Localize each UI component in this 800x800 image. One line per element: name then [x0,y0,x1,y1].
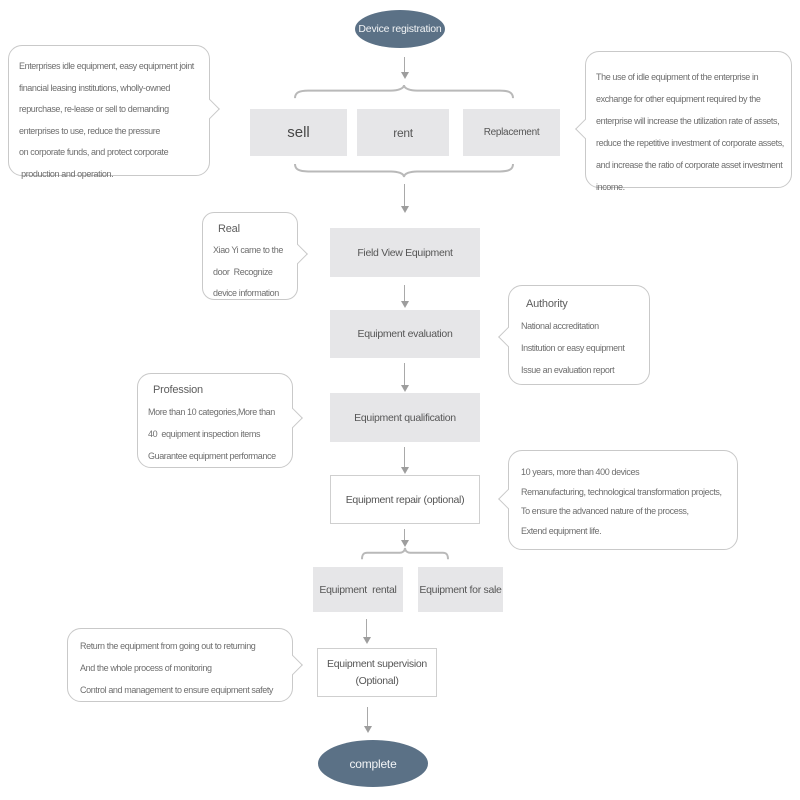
callout-repair-benefit: 10 years, more than 400 devices Remanufa… [498,450,738,550]
callout-line: To ensure the advanced nature of the pro… [521,506,689,516]
outcome-box-sale: Equipment for sale [418,567,503,612]
overbrace-options [295,84,513,99]
option-rent-label: rent [393,125,413,140]
callout-real: Real Xiao Yi came to the door Recognize … [202,212,308,300]
step-box-repair: Equipment repair (optional) [330,475,480,524]
callout-line: income. [596,182,625,192]
callout-authority: Authority National accreditation Institu… [498,285,650,385]
callout-line: device information [213,288,279,298]
underbrace-options [295,163,513,178]
callout-line: 40 equipment inspection items [148,429,261,439]
callout-line: Xiao Yi came to the [213,245,283,255]
callout-line: Extend equipment life. [521,525,602,536]
callout-line: and increase the ratio of corporate asse… [596,160,783,170]
option-sell-label: sell [287,124,310,141]
callout-pointer-right-icon [200,99,220,119]
end-node-label: complete [349,756,397,771]
callout-line: National accreditation [521,321,599,331]
callout-line: enterprise will increase the utilization… [596,116,780,126]
callout-line: on corporate funds, and protect corporat… [19,147,169,157]
outcome-label: Equipment rental [319,583,397,596]
callout-line: Guarantee equipment performance [148,451,276,461]
option-box-sell: sell [250,109,347,156]
flow-arrow [400,363,409,392]
callout-title: Authority [526,298,568,310]
option-replacement-label: Replacement [483,127,540,138]
step-label: Equipment evaluation [357,328,453,340]
callout-pointer-left-icon [575,119,595,139]
callout-line: financial leasing institutions, wholly-o… [19,82,170,93]
end-node: complete [318,740,428,787]
overbrace-outcomes [362,547,448,560]
callout-line: And the whole process of monitoring [80,663,212,673]
callout-line: Remanufacturing, technological transform… [521,486,722,497]
step-box-evaluation: Equipment evaluation [330,310,480,358]
callout-pointer-right-icon [288,244,308,264]
flow-arrow [363,707,372,733]
flow-arrow [400,529,409,547]
step-box-qualification: Equipment qualification [330,393,480,442]
flow-arrow [400,285,409,308]
callout-line: reduce the repetitive investment of corp… [596,138,784,148]
callout-line: Issue an evaluation report [521,365,615,375]
callout-idle-equipment: Enterprises idle equipment, easy equipme… [8,45,220,179]
callout-line: door Recognize [213,266,273,277]
option-box-replacement: Replacement [463,109,560,156]
step-box-supervision: Equipment supervision (Optional) [317,648,437,697]
callout-line: More than 10 categories,More than [148,407,275,417]
callout-line: 10 years, more than 400 devices [521,467,640,477]
flow-arrow [362,619,371,644]
flow-arrow [400,57,409,79]
step-box-field-view: Field View Equipment [330,228,480,277]
callout-pointer-left-icon [498,327,518,347]
callout-line: production and operation. [19,168,114,179]
callout-line: Institution or easy equipment [521,343,625,353]
flow-arrow [400,184,409,213]
option-box-rent: rent [357,109,449,156]
callout-line: repurchase, re-lease or sell to demandin… [19,104,169,114]
callout-title: Real [218,223,240,235]
callout-replacement-benefit: The use of idle equipment of the enterpr… [575,51,792,192]
callout-line: The use of idle equipment of the enterpr… [596,72,759,82]
outcome-box-rental: Equipment rental [313,567,403,612]
callout-supervision: Return the equipment from going out to r… [67,628,303,702]
callout-line: exchange for other equipment required by… [596,94,761,104]
callout-line: Return the equipment from going out to r… [80,641,256,651]
start-node-label: Device registration [358,23,442,35]
callout-title: Profession [153,384,203,396]
callout-pointer-left-icon [498,489,518,509]
callout-profession: Profession More than 10 categories,More … [137,373,303,468]
step-label: Equipment repair (optional) [345,493,465,506]
callout-line: Control and management to ensure equipme… [80,685,274,695]
callout-line: Enterprises idle equipment, easy equipme… [19,61,194,71]
outcome-label: Equipment for sale [419,583,502,596]
supervision-label-line2: (Optional) [355,674,399,687]
step-label: Field View Equipment [357,246,453,259]
start-node: Device registration [355,10,445,48]
flow-arrow [400,447,409,474]
supervision-label-line1: Equipment supervision [327,657,427,670]
step-label: Equipment qualification [354,411,456,424]
callout-line: enterprises to use, reduce the pressure [19,125,160,136]
